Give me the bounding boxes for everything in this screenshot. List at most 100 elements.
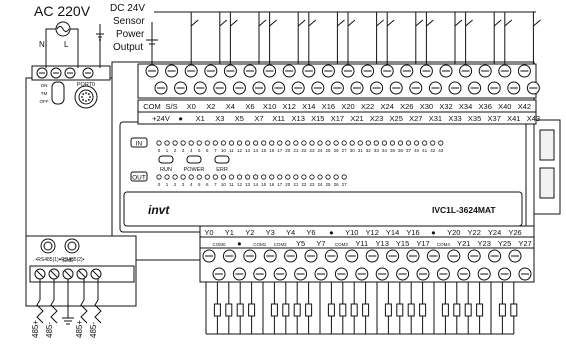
in-led — [301, 140, 307, 146]
in-led-number: 20 — [285, 148, 291, 153]
input-label-top: X42 — [518, 102, 531, 111]
out-led-number: 16 — [269, 182, 275, 187]
in-led-number: 40 — [414, 148, 420, 153]
out-led — [277, 174, 283, 180]
out-led-number: 0 — [158, 182, 161, 187]
sensor-switch — [190, 19, 199, 27]
in-led-number: 12 — [237, 148, 243, 153]
output-load — [282, 303, 290, 317]
power-supply-area: AC 220V DC 24V Sensor Power Output N L — [34, 3, 145, 53]
output-load — [225, 303, 233, 317]
out-led-number: 4 — [190, 182, 193, 187]
in-led — [196, 140, 202, 146]
output-load — [362, 303, 370, 317]
in-led-number: 6 — [206, 148, 209, 153]
output-load — [248, 303, 256, 317]
output-load — [419, 303, 427, 317]
in-led-number: 26 — [334, 148, 340, 153]
in-led-number: 23 — [309, 148, 315, 153]
input-label-bottom: X25 — [390, 114, 403, 123]
out-led — [285, 174, 291, 180]
rs485-screw-slot — [78, 270, 86, 278]
in-led-number: 37 — [406, 148, 412, 153]
rs485-terminal-label: 485+ — [31, 320, 40, 338]
in-led-number: 30 — [350, 148, 356, 153]
output-load — [407, 303, 415, 317]
out-led-number: 5 — [198, 182, 201, 187]
indicator-led — [186, 155, 202, 164]
out-led — [220, 174, 226, 180]
input-label-top: X24 — [381, 102, 394, 111]
output-label-bottom: Y17 — [416, 239, 429, 248]
output-load — [270, 303, 278, 317]
output-label-top: Y0 — [204, 228, 213, 237]
input-label-top: X30 — [420, 102, 433, 111]
output-label-top: Y22 — [468, 228, 481, 237]
output-label-top: Y24 — [488, 228, 501, 237]
output-label-bottom: Y11 — [355, 239, 368, 248]
out-led — [301, 174, 307, 180]
terminal-l-label: L — [64, 40, 69, 49]
out-led — [156, 174, 162, 180]
sensor-switch — [504, 19, 513, 27]
out-led-number: 22 — [301, 182, 307, 187]
out-led-number: 21 — [293, 182, 299, 187]
out-led-number: 10 — [221, 182, 227, 187]
in-led-number: 0 — [158, 148, 161, 153]
out-led — [261, 174, 267, 180]
input-label-top: X14 — [302, 102, 315, 111]
port0-inner — [78, 89, 94, 105]
rs485-twisted-pair — [94, 299, 102, 324]
input-label-bottom: X21 — [350, 114, 363, 123]
in-badge — [130, 137, 148, 148]
in-led-number: 25 — [326, 148, 332, 153]
in-led-number: 13 — [245, 148, 251, 153]
input-label-bottom: X7 — [254, 114, 263, 123]
port0-pin — [81, 96, 83, 98]
in-led-number: 1 — [166, 148, 169, 153]
indicator-label: ERR — [216, 167, 228, 173]
input-label-top: X32 — [439, 102, 452, 111]
in-led — [333, 140, 339, 146]
output-label-top: Y16 — [406, 228, 419, 237]
output-label-bottom: COM2 — [274, 242, 287, 247]
out-led-number: 12 — [237, 182, 243, 187]
rs485-terminal-label: 485- — [45, 322, 54, 338]
rs485-port-inner — [67, 241, 77, 251]
input-label-top: X12 — [283, 102, 296, 111]
output-load — [384, 303, 392, 317]
input-label-bottom: X41 — [507, 114, 520, 123]
output-label-bottom: Y15 — [396, 239, 409, 248]
model-number: IVC1L-3624MAT — [432, 205, 496, 215]
input-label-bottom: X27 — [409, 114, 422, 123]
in-led-number: 34 — [382, 148, 388, 153]
input-label-top: X2 — [206, 102, 215, 111]
output-label-bottom: ● — [237, 239, 242, 248]
out-led — [172, 174, 178, 180]
output-label-top: ● — [431, 228, 436, 237]
output-label-bottom: Y23 — [478, 239, 491, 248]
in-led — [293, 140, 299, 146]
out-led-number: 17 — [277, 182, 283, 187]
in-led — [261, 140, 267, 146]
input-label-top: X22 — [361, 102, 374, 111]
in-led — [172, 140, 178, 146]
out-led — [317, 174, 323, 180]
in-led — [277, 140, 283, 146]
input-label-top: X0 — [187, 102, 196, 111]
input-label-bottom: X31 — [429, 114, 442, 123]
in-led — [341, 140, 347, 146]
out-led — [228, 174, 235, 180]
input-terminal-block — [137, 63, 540, 99]
port0-pin — [89, 96, 91, 98]
out-led-number: 7 — [214, 182, 217, 187]
dc-label-line-2: Sensor — [113, 16, 145, 27]
sensor-switch — [297, 19, 306, 27]
input-label-bottom: X33 — [448, 114, 461, 123]
output-label-bottom: COM3 — [335, 242, 348, 247]
in-led — [309, 140, 315, 146]
in-led-number: 21 — [293, 148, 299, 153]
rs485-screw-slot — [64, 270, 72, 278]
